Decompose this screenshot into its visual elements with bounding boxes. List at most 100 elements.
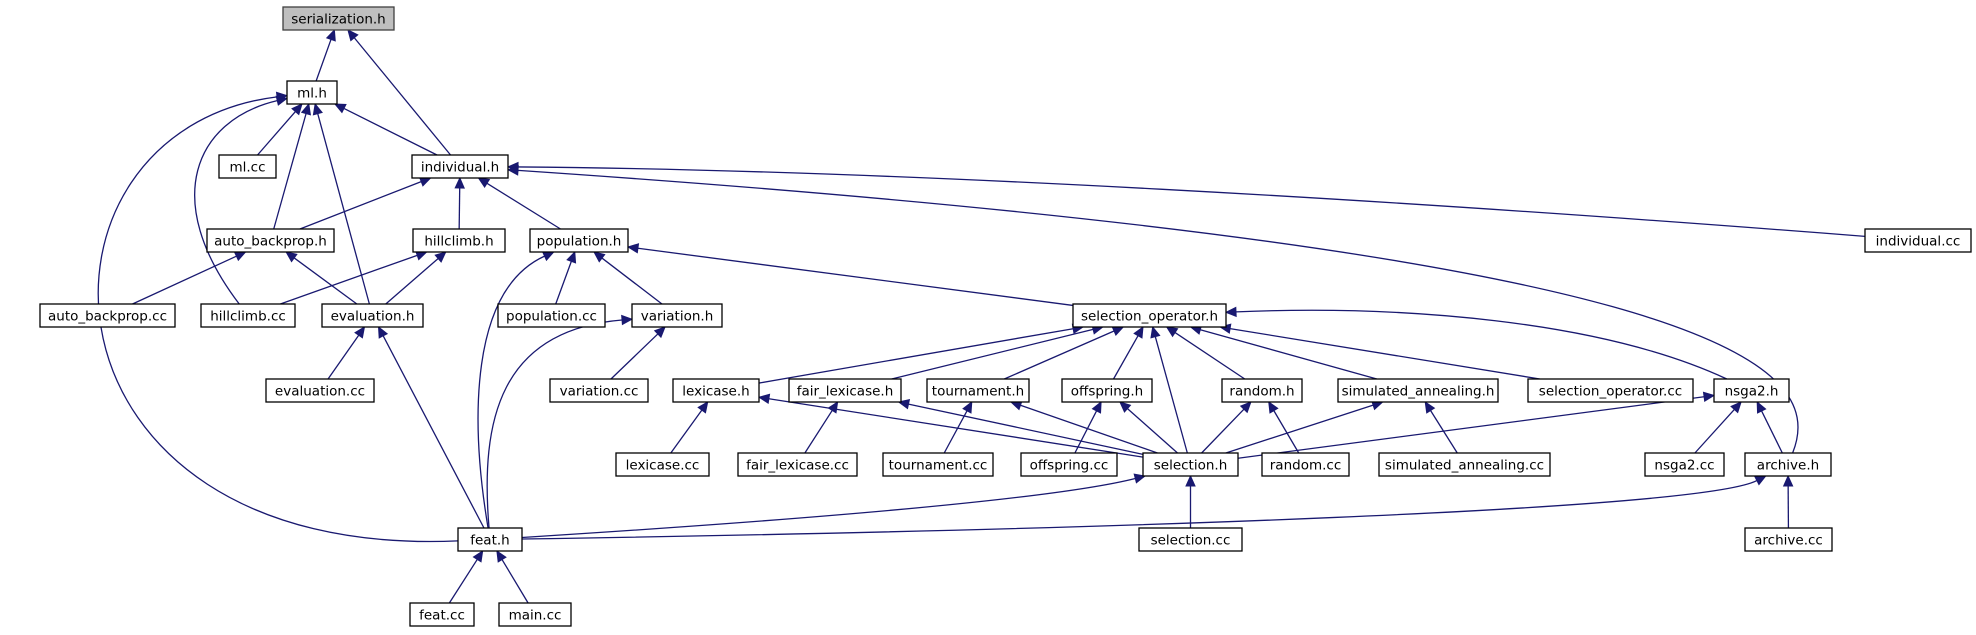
node-box	[282, 6, 395, 31]
node-random-cc[interactable]: random.cc	[1261, 452, 1350, 477]
node-nsga2-h[interactable]: nsga2.h	[1713, 378, 1790, 403]
node-evaluation-cc[interactable]: evaluation.cc	[265, 378, 375, 403]
arrowhead-icon	[1150, 325, 1161, 339]
node-hillclimb-h[interactable]: hillclimb.h	[412, 228, 506, 253]
node-box	[206, 228, 335, 253]
edge-selection_h-to-simulated_annealing_h	[1225, 404, 1374, 454]
arrowhead-icon	[1185, 474, 1196, 487]
node-population-cc[interactable]: population.cc	[497, 303, 606, 328]
node-label: archive.cc	[1754, 533, 1823, 549]
edge-feat_h-to-evaluation_h	[382, 335, 485, 529]
node-lexicase-cc[interactable]: lexicase.cc	[615, 452, 710, 477]
node-label: selection.cc	[1151, 533, 1231, 549]
node-offspring-h[interactable]: offspring.h	[1061, 378, 1153, 403]
arrowhead-icon	[1754, 475, 1767, 486]
node-box	[1713, 378, 1790, 403]
node-selection-operator-h[interactable]: selection_operator.h	[1072, 303, 1227, 328]
edge-offspring_h-to-selection_operator_h	[1112, 335, 1139, 380]
node-label: ml.h	[297, 86, 327, 102]
node-offspring-cc[interactable]: offspring.cc	[1020, 452, 1118, 477]
node-random-h[interactable]: random.h	[1221, 378, 1303, 403]
node-label: simulated_annealing.h	[1342, 384, 1495, 400]
node-box	[218, 154, 277, 179]
edge-auto_backprop_cc-to-auto_backprop_h	[132, 255, 237, 305]
arrowhead-icon	[566, 250, 577, 264]
node-auto-backprop-cc[interactable]: auto_backprop.cc	[39, 303, 176, 328]
node-label: auto_backprop.cc	[48, 309, 167, 325]
arrowhead-icon	[1702, 391, 1716, 403]
node-selection-operator-cc[interactable]: selection_operator.cc	[1527, 378, 1694, 403]
edge-selection_h-to-selection_operator_h	[1154, 336, 1188, 454]
arrowhead-icon	[291, 103, 303, 116]
edge-hillclimb_h-to-individual_h	[458, 187, 461, 230]
node-archive-cc[interactable]: archive.cc	[1744, 527, 1833, 552]
node-serialization-h[interactable]: serialization.h	[282, 6, 395, 31]
node-tournament-h[interactable]: tournament.h	[926, 378, 1030, 403]
node-individual-cc[interactable]: individual.cc	[1864, 228, 1972, 253]
node-label: offspring.cc	[1030, 458, 1109, 474]
node-label: hillclimb.h	[424, 234, 493, 250]
edge-auto_backprop_h-to-individual_h	[299, 181, 422, 230]
node-box	[1644, 452, 1725, 477]
edge-nsga2_cc-to-nsga2_h	[1694, 408, 1735, 454]
edge-offspring_cc-to-offspring_h	[1074, 410, 1098, 454]
arrowhead-icon	[541, 251, 555, 262]
node-box	[1142, 452, 1239, 477]
node-fair-lexicase-h[interactable]: fair_lexicase.h	[788, 378, 902, 403]
node-box	[882, 452, 994, 477]
node-simulated-annealing-cc[interactable]: simulated_annealing.cc	[1378, 452, 1551, 477]
edge-selection_operator_cc-to-selection_operator_h	[1229, 327, 1540, 380]
node-auto-backprop-h[interactable]: auto_backprop.h	[206, 228, 335, 253]
node-ml-cc[interactable]: ml.cc	[218, 154, 277, 179]
node-simulated-annealing-h[interactable]: simulated_annealing.h	[1337, 378, 1499, 403]
edge-feat_cc-to-feat_h	[448, 559, 478, 604]
node-label: nsga2.cc	[1654, 458, 1714, 474]
edge-hillclimb_cc-to-hillclimb_h	[280, 254, 418, 305]
edge-tournament_cc-to-tournament_h	[943, 410, 968, 454]
arrowhead-icon	[1133, 473, 1147, 484]
arrowhead-icon	[697, 401, 709, 414]
node-box	[737, 452, 858, 477]
edge-simulated_annealing_cc-to-simulated_annealing_h	[1429, 410, 1458, 454]
node-evaluation-h[interactable]: evaluation.h	[321, 303, 424, 328]
node-box	[1261, 452, 1350, 477]
node-individual-h[interactable]: individual.h	[411, 154, 509, 179]
node-feat-h[interactable]: feat.h	[457, 527, 523, 552]
node-label: tournament.cc	[889, 458, 988, 474]
arrowhead-icon	[472, 549, 484, 563]
node-ml-h[interactable]: ml.h	[286, 80, 338, 105]
edge-archive_h-to-nsga2_h	[1761, 410, 1783, 454]
node-selection-cc[interactable]: selection.cc	[1138, 527, 1243, 552]
edge-random_cc-to-random_h	[1273, 410, 1300, 454]
node-label: population.cc	[506, 309, 597, 325]
node-archive-h[interactable]: archive.h	[1744, 452, 1832, 477]
arrowhead-icon	[377, 325, 389, 339]
arrowhead-icon	[626, 243, 640, 254]
arrowhead-icon	[962, 400, 973, 414]
arrowhead-icon	[477, 177, 491, 189]
node-variation-h[interactable]: variation.h	[631, 303, 723, 328]
node-label: feat.h	[470, 533, 509, 549]
node-fair-lexicase-cc[interactable]: fair_lexicase.cc	[737, 452, 858, 477]
node-feat-cc[interactable]: feat.cc	[409, 602, 475, 627]
node-label: ml.cc	[229, 160, 265, 176]
node-box	[1527, 378, 1694, 403]
node-selection-h[interactable]: selection.h	[1142, 452, 1239, 477]
arrowhead-icon	[593, 251, 606, 263]
node-label: auto_backprop.h	[214, 234, 327, 250]
edge-individual_h-to-ml_h	[343, 107, 438, 156]
node-main-cc[interactable]: main.cc	[498, 602, 572, 627]
node-box	[321, 303, 424, 328]
node-tournament-cc[interactable]: tournament.cc	[882, 452, 994, 477]
node-box	[788, 378, 902, 403]
arrowhead-icon	[496, 549, 507, 563]
node-hillclimb-cc[interactable]: hillclimb.cc	[200, 303, 296, 328]
node-variation-cc[interactable]: variation.cc	[549, 378, 649, 403]
arrowhead-icon	[325, 28, 336, 42]
edge-feat_h-to-ml_h	[97, 96, 459, 543]
node-population-h[interactable]: population.h	[529, 228, 629, 253]
node-nsga2-cc[interactable]: nsga2.cc	[1644, 452, 1725, 477]
edge-selection_h-to-random_h	[1201, 408, 1245, 454]
node-lexicase-h[interactable]: lexicase.h	[672, 378, 760, 403]
edge-main_cc-to-feat_h	[501, 559, 529, 604]
